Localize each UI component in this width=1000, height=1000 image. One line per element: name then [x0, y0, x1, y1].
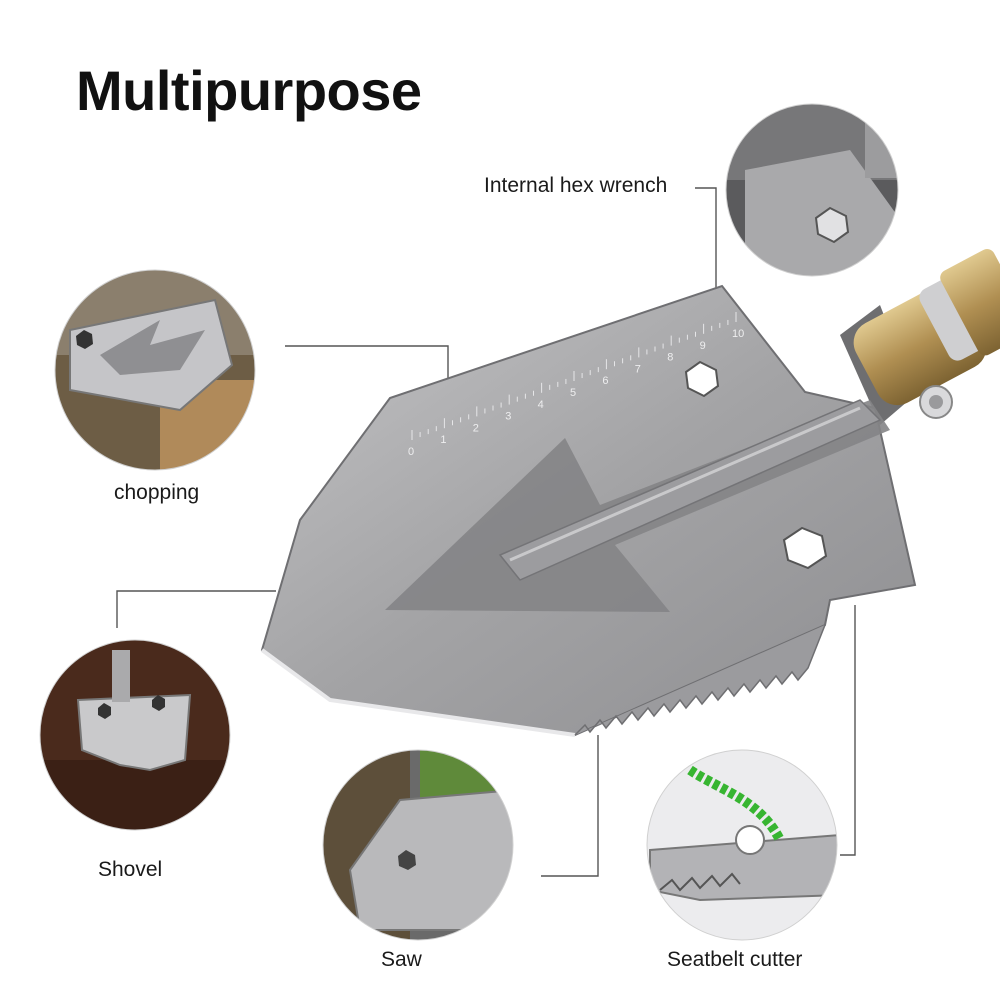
hex-hole-icon — [782, 526, 828, 570]
shovel-photo — [40, 640, 230, 830]
hex-hole-icon — [152, 695, 165, 711]
hex-wrench-photo — [726, 104, 898, 276]
ruler-mark: 9 — [700, 340, 706, 352]
ruler-mark: 1 — [440, 434, 446, 446]
ruler-mark: 10 — [732, 328, 744, 340]
connector-cutter — [840, 605, 856, 856]
ruler-mark: 0 — [408, 446, 414, 458]
hex-bolt-icon — [814, 206, 850, 244]
ruler-mark: 8 — [667, 352, 673, 364]
ruler-mark: 5 — [570, 387, 576, 399]
label-shovel: Shovel — [98, 858, 163, 881]
label-internal-hex-wrench: Internal hex wrench — [484, 174, 668, 197]
ruler-mark: 7 — [635, 363, 641, 375]
connector-saw — [541, 735, 599, 877]
label-saw: Saw — [381, 948, 422, 971]
saw-photo — [323, 750, 513, 940]
page-title: Multipurpose — [76, 59, 422, 122]
chopping-photo — [55, 270, 255, 470]
connector-shovel — [116, 590, 276, 628]
label-seatbelt-cutter: Seatbelt cutter — [667, 948, 803, 971]
hex-hole-icon — [684, 360, 720, 398]
ruler-mark: 4 — [538, 399, 544, 411]
saw-teeth — [574, 624, 826, 736]
ruler-mark: 3 — [505, 411, 511, 423]
hex-hole-icon — [98, 703, 111, 719]
seatbelt-cutter-photo — [647, 750, 837, 940]
ruler: 0 1 2 3 4 5 6 7 8 9 10 — [408, 312, 744, 458]
hex-hole-icon — [76, 330, 93, 349]
shovel-blade — [260, 284, 917, 737]
label-chopping: chopping — [114, 481, 200, 504]
shovel-handle — [840, 249, 1000, 425]
ruler-mark: 2 — [473, 422, 479, 434]
hex-hole-icon — [398, 850, 416, 870]
ruler-mark: 6 — [602, 375, 608, 387]
